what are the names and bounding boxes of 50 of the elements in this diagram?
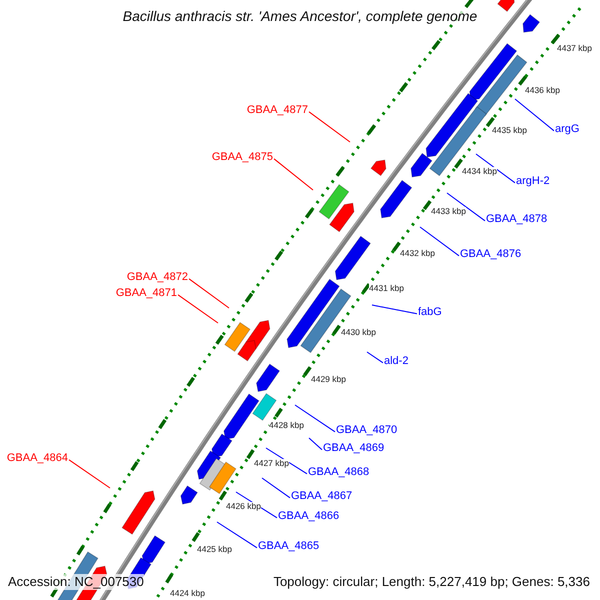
leader-line [216,522,258,548]
gene-label: fabG [418,306,442,319]
leader-line [308,111,350,142]
tick-label: 4426 kbp [226,502,261,511]
leader-line [446,192,486,222]
leader-line [262,478,290,498]
gene-label: GBAA_4877 [246,104,308,117]
tick-label: 4432 kbp [400,249,435,258]
tick-label: 4435 kbp [492,126,527,135]
gene-label: argH-2 [516,175,550,188]
gene-label: GBAA_4868 [308,466,370,479]
gene-label: GBAA_4867 [291,490,352,503]
tick-label: 4427 kbp [254,459,289,468]
leader-line [266,448,308,474]
gene-label: GBAA_4878 [486,213,548,226]
gene-label: GBAA_4865 [258,540,320,553]
leader-line [514,98,554,132]
leader-line [372,304,418,314]
leader-line [188,278,230,308]
tick-label: 4437 kbp [557,44,592,53]
tick-label: 4430 kbp [341,328,376,337]
tick-label: 4428 kbp [269,421,304,430]
gene-label: GBAA_4872 [126,271,188,284]
genome-stats-text: Topology: circular; Length: 5,227,419 bp; Genes: 5,336 [273,574,590,590]
leader-line [274,158,314,190]
tick-label: 4429 kbp [311,375,346,384]
leader-line [178,294,218,324]
gene-label: GBAA_4866 [278,510,340,523]
gene-label: GBAA_4864 [6,452,68,465]
tick-label: 4433 kbp [431,207,466,216]
tick-label: 4436 kbp [525,86,560,95]
gene-label: argG [555,123,580,136]
tick-label: 4425 kbp [197,545,232,554]
tick-label: 4434 kbp [462,167,497,176]
gene-label: ald-2 [384,355,408,368]
gene-label: GBAA_4875 [212,151,273,164]
gene-label: GBAA_4876 [460,248,522,261]
leader-line [366,352,384,364]
leader-line [294,404,336,432]
tick-label: 4424 kbp [170,589,205,598]
gene-label: GBAA_4869 [323,442,384,455]
gene-label: GBAA_4870 [336,424,398,437]
map-title: Bacillus anthracis str. 'Ames Ancestor', complete genome [122,8,478,24]
gene-label: GBAA_4871 [116,287,177,300]
tick-label: 4431 kbp [369,284,404,293]
accession-text: Accession: NC_007530 [8,574,144,590]
leader-line [476,154,516,184]
leader-line [68,459,110,488]
leader-line [420,226,460,256]
leader-line [308,438,322,450]
